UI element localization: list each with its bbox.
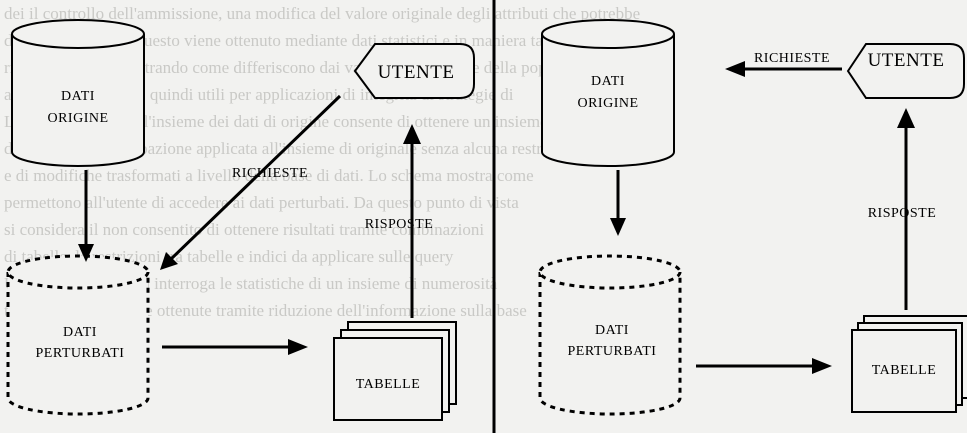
left-responses-label: RISPOSTE [365,217,434,232]
right-perturbed-database: DATI PERTURBATI [538,254,682,416]
left-source-database: DATI ORIGINE [11,19,145,167]
background-text-line: permettono all'utente di accedere ai dat… [4,193,519,212]
background-text-line: dati. Vi è una perturbazione applicata a… [4,139,584,158]
right-panel: DATI ORIGINE DATI PERTURBATI UTENTE TABE… [538,19,967,416]
background-text-line: e di modifiche trasformati a livello del… [4,166,534,185]
left-user-label: UTENTE [378,62,455,83]
left-source-db-label-1: DATI [61,89,95,104]
left-perturbed-db-label-1: DATI [63,325,97,340]
right-tables-stack: TABELLE [851,315,967,413]
left-panel: DATI ORIGINE DATI PERTURBATI UTENTE TABE… [6,19,475,421]
right-perturbed-db-label-1: DATI [595,323,629,338]
left-perturbed-db-label-2: PERTURBATI [36,346,125,361]
right-arrows [610,61,915,374]
left-arrow-user-to-perturbed [168,94,342,262]
left-source-db-label-2: ORIGINE [47,111,108,126]
left-requests-label: RICHIESTE [232,166,308,181]
right-perturbed-db-label-2: PERTURBATI [568,344,657,359]
left-arrows [78,94,421,355]
right-responses-label: RISPOSTE [868,206,937,221]
right-source-db-label-1: DATI [591,74,625,89]
right-requests-label: RICHIESTE [754,51,830,66]
left-user-node: UTENTE [353,43,475,99]
left-perturbed-database: DATI PERTURBATI [6,254,150,416]
right-user-node: UTENTE [846,43,965,99]
right-source-db-label-2: ORIGINE [577,96,638,111]
left-tables-stack: TABELLE [333,321,457,421]
right-user-label: UTENTE [868,50,945,71]
left-tables-label: TABELLE [356,377,421,392]
right-source-database: DATI ORIGINE [541,19,675,167]
right-tables-label: TABELLE [872,363,937,378]
background-text-line: si considera il non consentito di ottene… [4,220,485,239]
background-text-line: dei il controllo dell'ammissione, una mo… [4,4,641,23]
